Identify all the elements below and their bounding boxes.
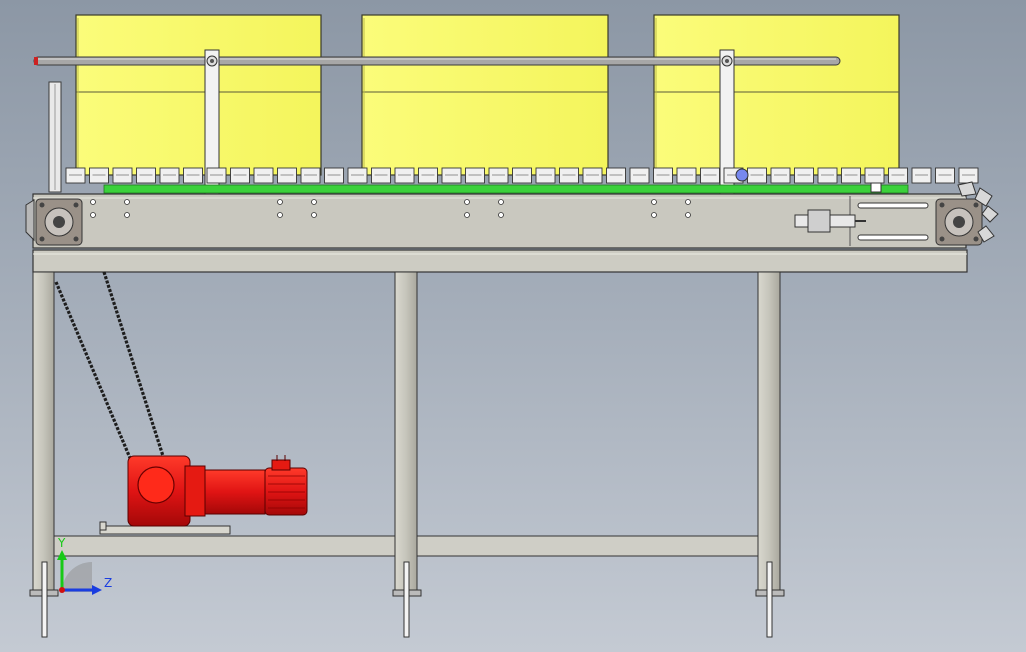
chain-link	[230, 167, 250, 184]
tensioner-bolt[interactable]	[794, 209, 866, 233]
bottom-cross-brace	[53, 535, 759, 557]
chain-link	[300, 167, 321, 184]
chain-link	[371, 167, 391, 184]
frame-hole	[651, 199, 657, 205]
leg-left[interactable]	[32, 271, 55, 593]
triad-y-label: Y	[57, 536, 66, 550]
chain-link	[676, 167, 697, 184]
chain-link	[277, 167, 297, 184]
frame-hole	[498, 199, 504, 205]
chain-link	[958, 167, 979, 184]
frame-hole	[311, 199, 317, 205]
chain-link	[700, 167, 720, 184]
chain-link	[65, 167, 86, 184]
leveling-foot-left	[29, 561, 59, 638]
coordinate-triad: Y Z	[57, 536, 112, 595]
chain-link	[136, 167, 156, 184]
frame-hole	[651, 212, 657, 218]
frame-hole	[685, 199, 691, 205]
conveyor-chain-links	[65, 167, 979, 184]
frame-hole	[90, 212, 96, 218]
chain-link	[512, 167, 532, 184]
chain-link	[794, 167, 814, 184]
frame-hole	[90, 199, 96, 205]
left-bearing-housing[interactable]	[35, 198, 83, 246]
chain-link	[817, 167, 838, 184]
chain-link	[864, 167, 885, 184]
left-end-bracket	[48, 81, 62, 193]
frame-hole	[277, 212, 283, 218]
yellow-box-1[interactable]	[75, 14, 322, 176]
frame-hole	[685, 212, 691, 218]
triad-z-label: Z	[104, 576, 112, 590]
yellow-box-2[interactable]	[361, 14, 609, 176]
frame-lower-rail	[32, 249, 968, 273]
chain-link	[183, 167, 203, 184]
chain-link	[841, 167, 861, 184]
leveling-foot-middle	[392, 561, 422, 638]
drive-chain	[54, 271, 165, 459]
guide-rail[interactable]	[33, 56, 841, 66]
tensioner-slots	[857, 202, 929, 241]
frame-hole	[277, 199, 283, 205]
yellow-box-3[interactable]	[653, 14, 900, 176]
chain-link	[441, 167, 462, 184]
chain-link	[253, 167, 274, 184]
green-wear-strip	[103, 168, 909, 194]
chain-link	[888, 167, 908, 184]
gear-motor[interactable]	[127, 455, 308, 527]
chain-link	[559, 167, 579, 184]
right-sprocket-flights	[25, 181, 999, 243]
leg-middle[interactable]	[394, 271, 418, 593]
chain-link	[159, 167, 180, 184]
frame-hole	[498, 212, 504, 218]
frame-hole	[464, 199, 470, 205]
chain-link	[535, 167, 556, 184]
right-bearing-housing[interactable]	[935, 198, 983, 246]
chain-link	[394, 167, 415, 184]
chain-link	[770, 167, 791, 184]
frame-hole	[311, 212, 317, 218]
chain-link	[582, 167, 603, 184]
chain-link	[418, 167, 438, 184]
chain-link	[465, 167, 485, 184]
chain-link	[747, 167, 767, 184]
chain-link	[653, 167, 673, 184]
chain-link	[606, 167, 626, 184]
chain-link	[347, 167, 368, 184]
chain-link	[324, 167, 344, 184]
chain-link	[488, 167, 509, 184]
frame-hole	[124, 212, 130, 218]
frame-hole	[124, 199, 130, 205]
frame-hole	[464, 212, 470, 218]
chain-link	[89, 167, 109, 184]
leveling-foot-right	[755, 561, 785, 638]
chain-link	[206, 167, 227, 184]
chain-link	[629, 167, 650, 184]
frame-holes	[90, 199, 691, 218]
chain-link	[112, 167, 133, 184]
chain-link	[935, 167, 955, 184]
leg-right[interactable]	[757, 271, 781, 593]
chain-link	[911, 167, 932, 184]
